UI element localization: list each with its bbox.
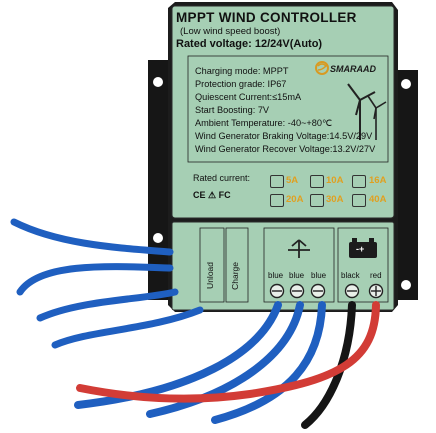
current-option: 20A [286, 194, 304, 205]
brand-name: SMARAAD [330, 64, 376, 74]
certification-marks: CE ⚠ FC [193, 190, 231, 200]
current-checkbox [270, 175, 284, 188]
product-subtitle: (Low wind speed boost) [180, 26, 281, 37]
wind-wire-label: blue [268, 271, 284, 280]
rated-current-label: Rated current: [193, 173, 251, 183]
current-option: 30A [326, 194, 344, 205]
spec-line: Wind Generator Recover Voltage:13.2V/27V [195, 144, 376, 154]
cable-bundle [10, 218, 380, 429]
mounting-flange-left [148, 60, 170, 300]
battery-polarity: -+ [356, 244, 365, 254]
battery-icon [349, 238, 377, 258]
charge-label: Charge [230, 262, 240, 290]
current-option: 16A [369, 175, 387, 186]
spec-line: Start Boosting: 7V [195, 105, 270, 115]
spec-line: Protection grade: IP67 [195, 79, 287, 89]
battery-wire-label: red [370, 271, 382, 280]
spec-line: Wind Generator Braking Voltage:14.5V/29V [195, 131, 373, 141]
current-checkbox [352, 175, 366, 188]
current-checkbox [352, 194, 366, 207]
rated-voltage: Rated voltage: 12/24V(Auto) [176, 38, 323, 50]
product-title: MPPT WIND CONTROLLER [176, 10, 357, 25]
wind-wire-label: blue [289, 271, 305, 280]
battery-wire-label: black [341, 271, 360, 280]
label-panel [171, 5, 395, 219]
terminal-screws [269, 283, 384, 299]
current-checkbox [310, 175, 324, 188]
unload-label: Unload [205, 262, 215, 289]
spec-line: Charging mode: MPPT [195, 66, 289, 76]
spec-line: Ambient Temperature: -40~+80℃ [195, 118, 333, 128]
wind-wire-label: blue [311, 271, 327, 280]
current-option: 5A [286, 175, 299, 186]
wind-turbine-icon [347, 83, 387, 140]
spec-line: Quiescent Current:≤15mA [195, 92, 302, 102]
current-option: 40A [369, 194, 387, 205]
current-checkbox [270, 194, 284, 207]
wind-input-icon [288, 239, 310, 258]
current-checkbox [310, 194, 324, 207]
current-option: 10A [326, 175, 344, 186]
brand-logo [315, 61, 329, 75]
